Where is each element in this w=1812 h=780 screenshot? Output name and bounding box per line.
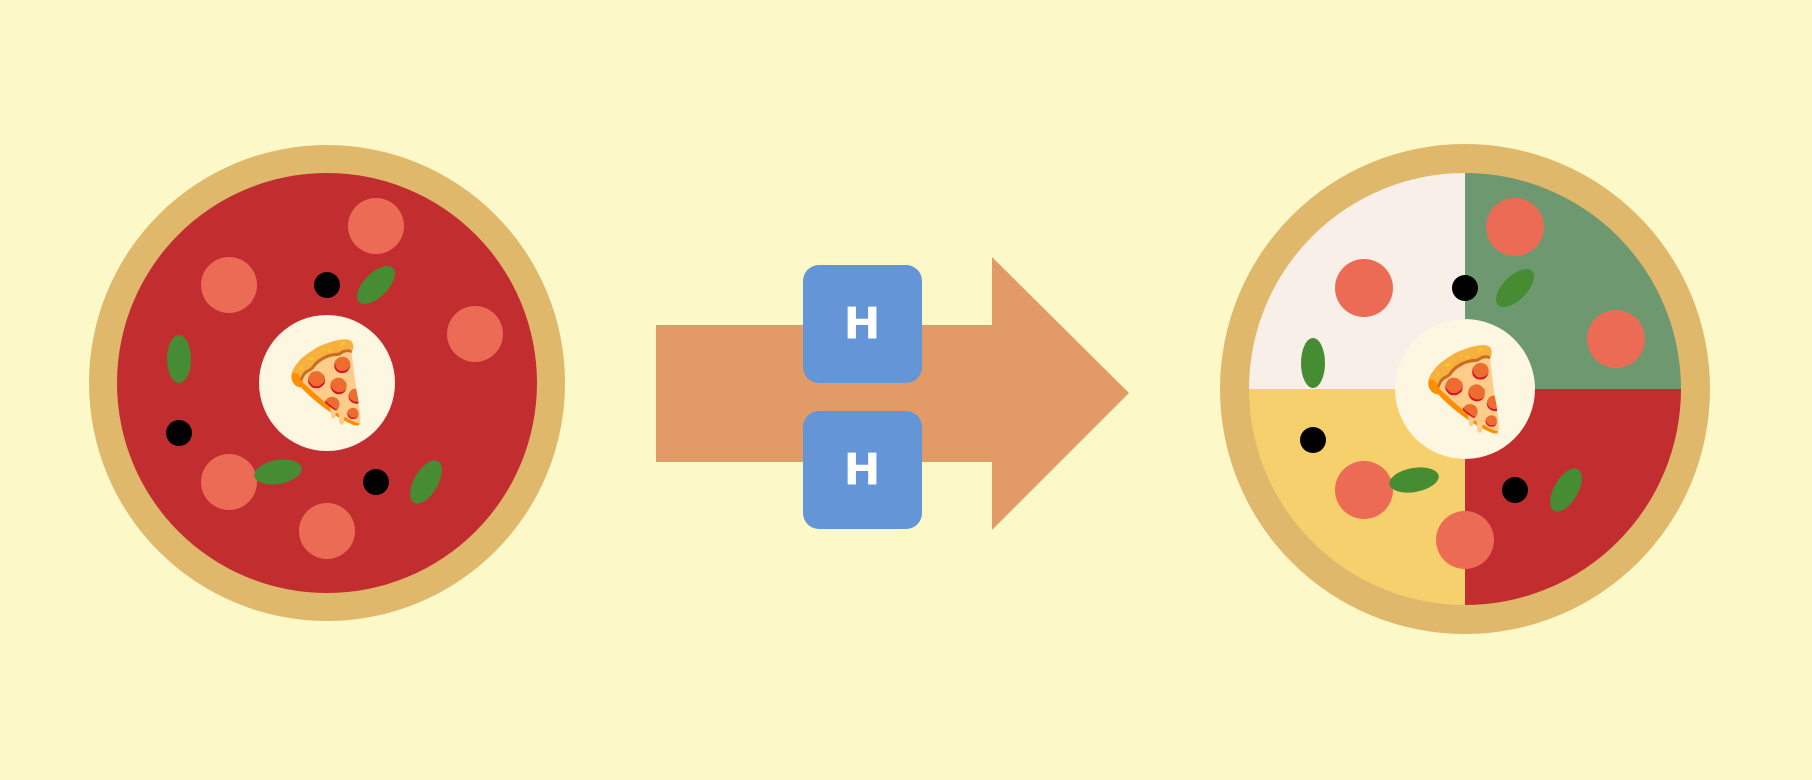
basil-leaf [410,460,442,504]
gate-top: H [803,265,922,383]
center-plate [259,315,395,451]
pepperoni [447,306,503,362]
olive [314,272,340,298]
output-pizza: 🍕 [1220,144,1710,634]
olive [1452,275,1478,301]
olive-group [1300,275,1528,503]
pepperoni [1335,259,1393,317]
arrow-shape [656,257,1129,530]
hadamard-gate-box [803,265,922,383]
basil-leaf [254,459,302,485]
gate-bottom: H [803,411,922,529]
pepperoni [201,257,257,313]
pepperoni [1436,511,1494,569]
hadamard-gate-label: H [844,299,881,350]
pepperoni [299,503,355,559]
transform-arrow [656,257,1129,530]
pepperoni [201,454,257,510]
hadamard-gate-label: H [844,445,881,496]
pepperoni [1486,198,1544,256]
basil-leaf [1550,468,1582,512]
basil-group [167,266,442,504]
basil-group [1301,269,1582,512]
basil-leaf [1496,269,1534,307]
pizza-slice-icon: 🍕 [278,338,375,428]
olive [1502,477,1528,503]
pepperoni-group [1335,198,1645,569]
pizza-slice-icon: 🍕 [1415,343,1515,436]
olive [166,420,192,446]
pepperoni-group [201,198,503,559]
center-plate [1395,319,1535,459]
pepperoni [1587,310,1645,368]
hadamard-gate-box [803,411,922,529]
basil-leaf [357,266,395,304]
basil-leaf [167,335,191,383]
basil-leaf [1389,467,1439,493]
pepperoni [1335,461,1393,519]
olive [363,469,389,495]
olive-group [166,272,389,495]
basil-leaf [1301,338,1325,388]
input-pizza: 🍕 [89,145,565,621]
olive [1300,427,1326,453]
pepperoni [348,198,404,254]
